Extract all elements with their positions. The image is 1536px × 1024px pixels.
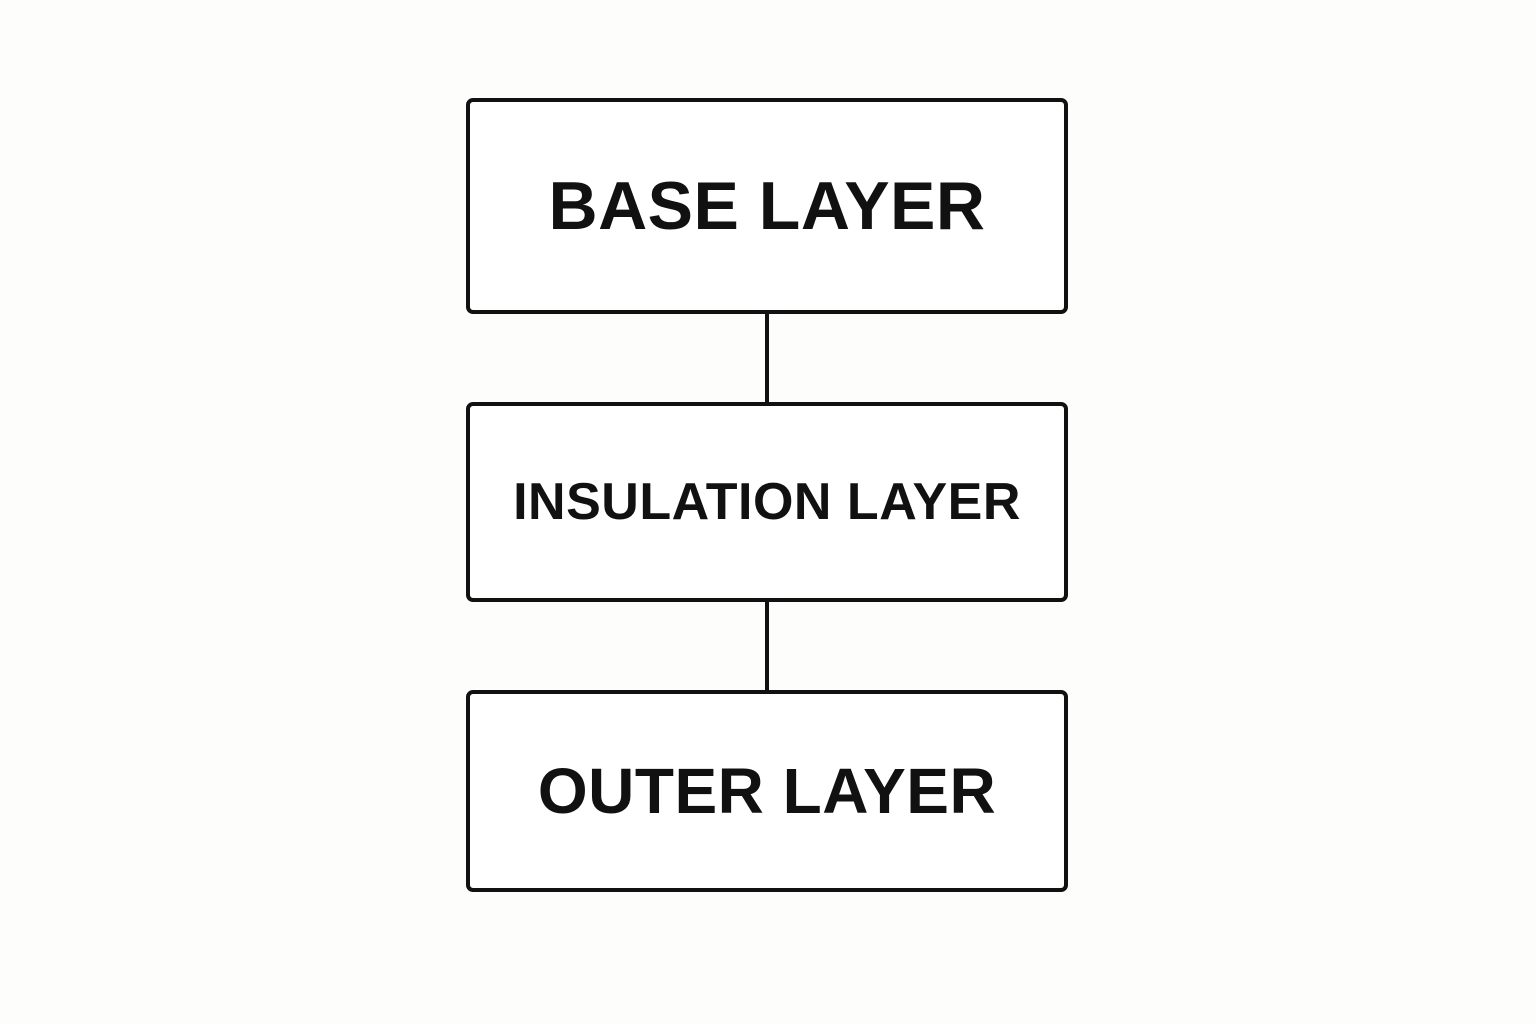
insulation-layer-label: INSULATION LAYER	[513, 473, 1021, 531]
connector-base-to-insulation	[765, 314, 769, 402]
connector-insulation-to-outer	[765, 602, 769, 690]
base-layer-label: BASE LAYER	[548, 168, 986, 244]
insulation-layer-box: INSULATION LAYER	[466, 402, 1068, 602]
outer-layer-label: OUTER LAYER	[537, 755, 997, 827]
base-layer-box: BASE LAYER	[466, 98, 1068, 314]
outer-layer-box: OUTER LAYER	[466, 690, 1068, 892]
